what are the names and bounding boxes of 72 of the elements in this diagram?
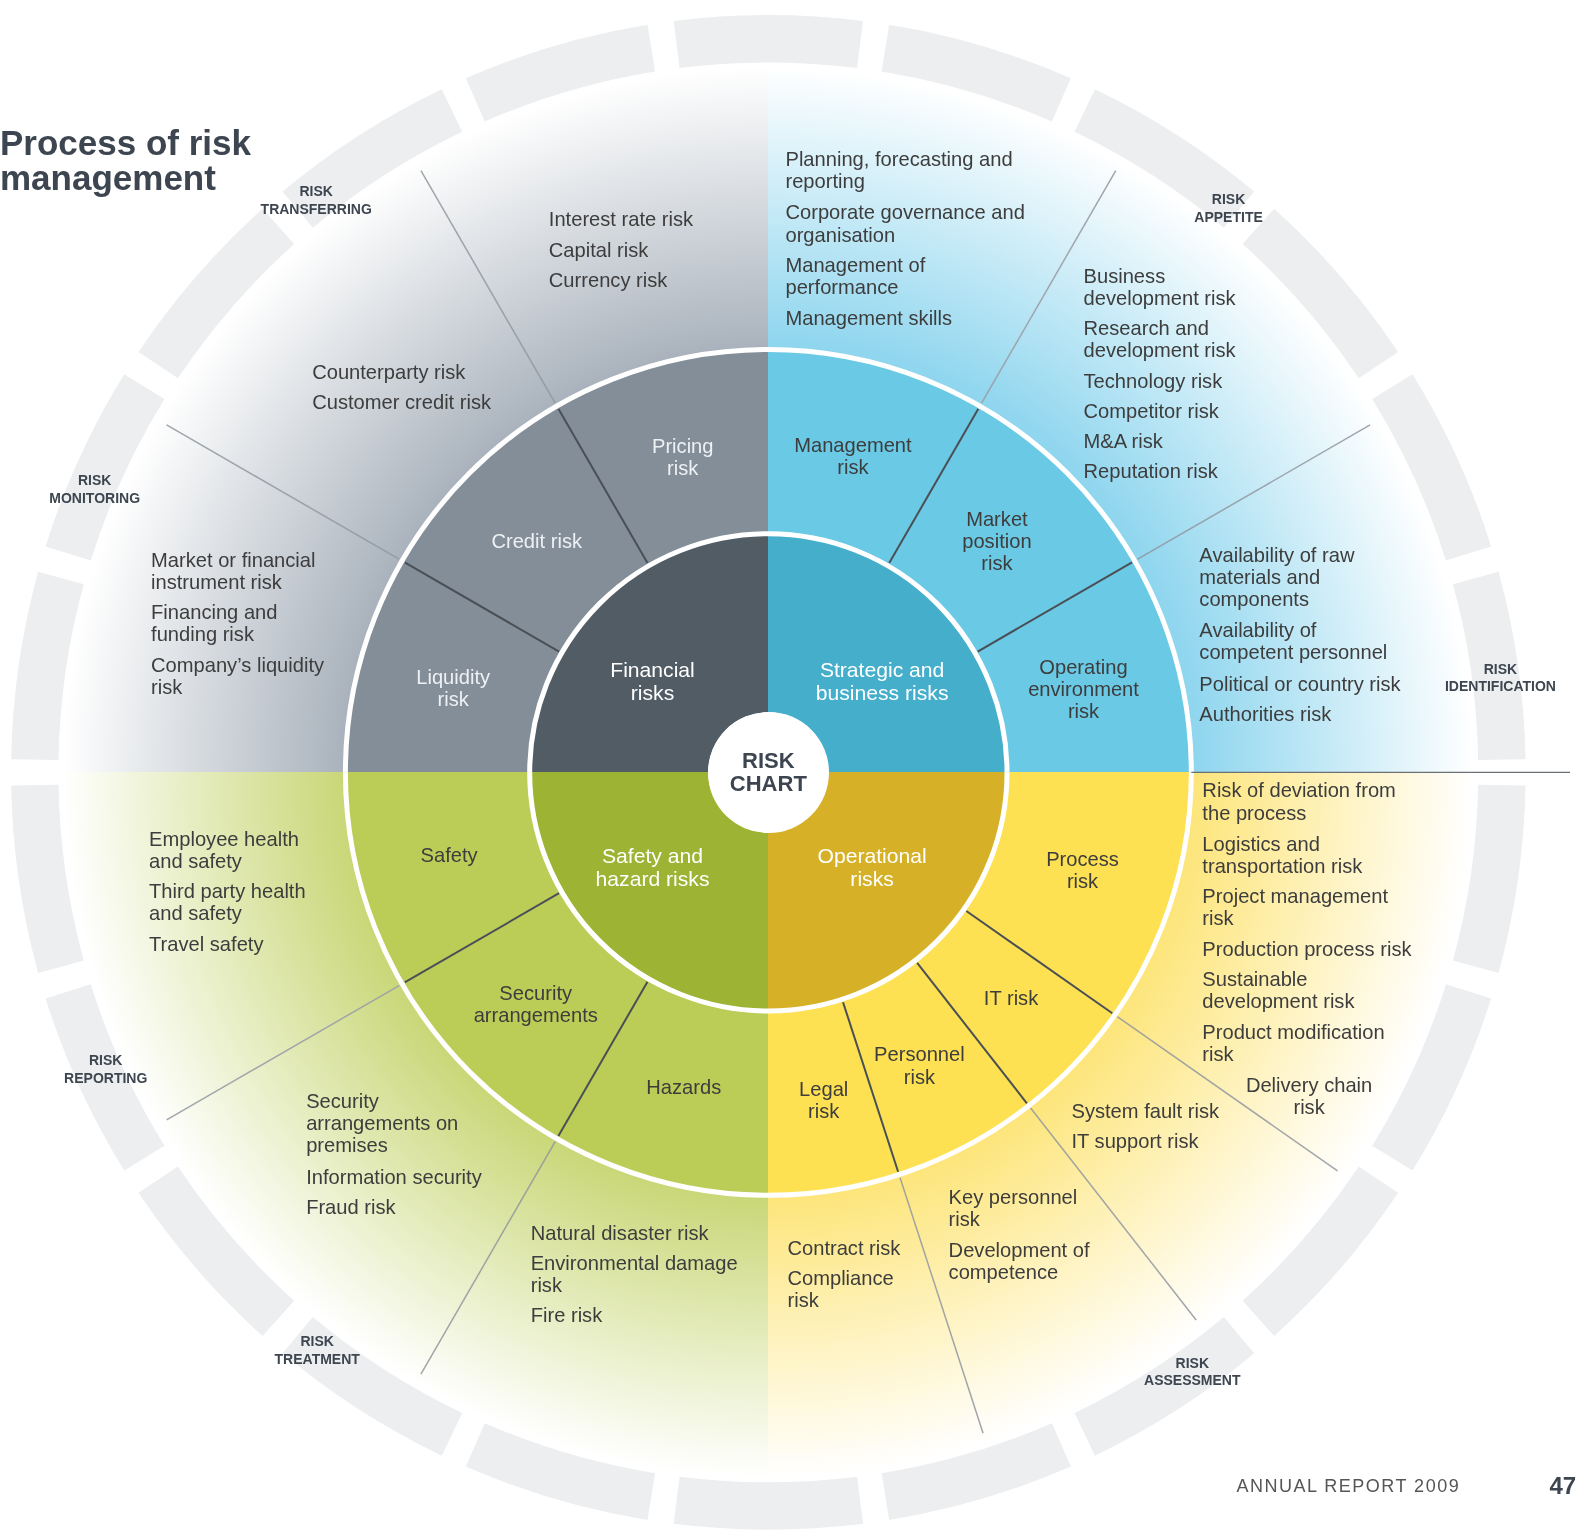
risk-item: Risk of deviation from the process bbox=[1202, 779, 1397, 824]
risk-item: System fault risk bbox=[1071, 1099, 1221, 1122]
category-label: Financial risks bbox=[609, 657, 696, 704]
subcategory-label: Process risk bbox=[1045, 847, 1120, 893]
subcategory-label: IT risk bbox=[982, 986, 1040, 1009]
risk-item: Availability of raw materials and components bbox=[1199, 543, 1356, 611]
risk-item: Sustainable development risk bbox=[1202, 967, 1356, 1012]
risk-item: Authorities risk bbox=[1199, 702, 1333, 726]
risk-item: Security arrangements on premises bbox=[306, 1089, 460, 1156]
subcategory-label: Credit risk bbox=[490, 529, 583, 552]
risk-item: Project management risk bbox=[1202, 885, 1390, 930]
subcategory-label: Pricing risk bbox=[651, 435, 715, 480]
risk-item: IT support risk bbox=[1071, 1129, 1200, 1152]
risk-item: Planning, forecasting and reporting bbox=[785, 148, 1014, 193]
process-step-label: RISK TREATMENT bbox=[274, 1332, 360, 1368]
risk-item: Travel safety bbox=[149, 933, 265, 956]
risk-item: Political or country risk bbox=[1199, 672, 1402, 695]
subcategory-label: Hazards bbox=[645, 1075, 723, 1098]
subcategory-label: Security arrangements bbox=[472, 981, 599, 1027]
risk-item: Key personnel risk bbox=[948, 1186, 1079, 1231]
risk-item: Third party health and safety bbox=[149, 880, 307, 925]
risk-item: Information security bbox=[306, 1166, 483, 1189]
risk-item: Fire risk bbox=[530, 1304, 604, 1327]
risk-item: M&A risk bbox=[1083, 430, 1164, 453]
risk-item: Counterparty risk bbox=[312, 360, 467, 383]
subcategory-label: Operating environment risk bbox=[1027, 655, 1140, 722]
risk-item: Management of performance bbox=[785, 253, 927, 299]
risk-item: Research and development risk bbox=[1083, 317, 1237, 362]
risk-item: Company’s liquidity risk bbox=[151, 653, 326, 698]
page-title: Process of risk management bbox=[0, 124, 252, 195]
category-label: Strategic and business risks bbox=[814, 657, 950, 704]
risk-item: Logistics and transportation risk bbox=[1202, 832, 1364, 878]
process-step-label: RISK IDENTIFICATION bbox=[1444, 660, 1556, 696]
risk-item: Business development risk bbox=[1083, 264, 1237, 310]
process-step-label: RISK MONITORING bbox=[49, 471, 140, 507]
risk-item: Availability of competent personnel bbox=[1199, 619, 1389, 664]
risk-item: Compliance risk bbox=[787, 1266, 895, 1312]
risk-item: Market or financial instrument risk bbox=[151, 548, 317, 594]
risk-item: Management skills bbox=[785, 307, 954, 330]
process-step-label: RISK ASSESSMENT bbox=[1144, 1354, 1241, 1390]
process-step-label: RISK APPETITE bbox=[1194, 190, 1263, 226]
risk-item: Delivery chain risk bbox=[1244, 1073, 1374, 1118]
risk-item: Interest rate risk bbox=[548, 208, 695, 231]
risk-item: Fraud risk bbox=[306, 1196, 397, 1219]
risk-item: Customer credit risk bbox=[312, 390, 493, 413]
subcategory-label: Market position risk bbox=[961, 507, 1033, 574]
risk-item: Employee health and safety bbox=[149, 827, 300, 873]
category-label: Safety and hazard risks bbox=[594, 843, 711, 891]
subcategory-label: Management risk bbox=[793, 434, 913, 479]
subcategory-label: Safety bbox=[419, 843, 479, 866]
risk-item: Currency risk bbox=[548, 268, 669, 291]
category-label: Operational risks bbox=[816, 843, 928, 891]
subcategory-label: Liquidity risk bbox=[415, 665, 492, 710]
risk-item: Financing and funding risk bbox=[151, 601, 279, 646]
risk-item: Product modification risk bbox=[1202, 1021, 1386, 1066]
process-step-label: RISK TRANSFERRING bbox=[260, 182, 372, 218]
risk-item: Corporate governance and organisation bbox=[785, 201, 1026, 246]
risk-item: Reputation risk bbox=[1083, 460, 1219, 483]
risk-item: Capital risk bbox=[548, 238, 650, 261]
risk-item: Environmental damage risk bbox=[530, 1251, 739, 1296]
subcategory-label: Legal risk bbox=[798, 1077, 850, 1122]
risk-item: Contract risk bbox=[787, 1236, 902, 1259]
subcategory-label: Personnel risk bbox=[873, 1043, 966, 1088]
risk-item: Natural disaster risk bbox=[530, 1221, 710, 1244]
risk-item: Development of competence bbox=[948, 1238, 1091, 1283]
risk-item: Technology risk bbox=[1083, 369, 1224, 392]
process-step-label: RISK REPORTING bbox=[64, 1051, 148, 1087]
page-number: 47 bbox=[1549, 1472, 1577, 1501]
footer-text: ANNUAL REPORT 2009 bbox=[1236, 1475, 1461, 1497]
risk-item: Competitor risk bbox=[1083, 399, 1220, 422]
risk-item: Production process risk bbox=[1202, 937, 1413, 960]
center-label: RISK CHART bbox=[728, 749, 808, 796]
